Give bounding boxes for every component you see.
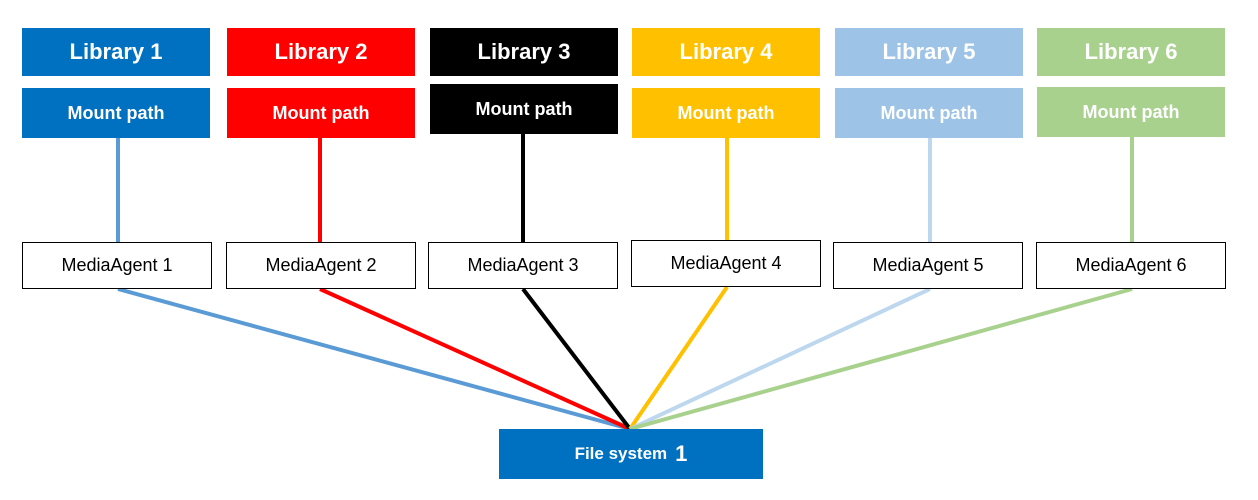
agent-to-filesystem-line-1 [117, 287, 631, 431]
agent-to-filesystem-line-3 [521, 287, 632, 431]
library-6-box: Library 6 [1037, 28, 1225, 76]
agent-to-filesystem-line-2 [319, 287, 631, 431]
mount-path-2-box: Mount path [227, 88, 415, 138]
file-system-box: File system 1 [499, 429, 763, 479]
agent-to-filesystem-line-4 [628, 285, 729, 431]
media-agent-1-box: MediaAgent 1 [22, 242, 212, 289]
library-3-box: Library 3 [430, 28, 618, 76]
mount-path-4-box: Mount path [632, 88, 820, 138]
mount-path-5-box: Mount path [835, 88, 1023, 138]
mount-path-3-box: Mount path [430, 84, 618, 134]
mount-path-6-box: Mount path [1037, 87, 1225, 137]
file-system-number: 1 [675, 441, 688, 466]
library-1-box: Library 1 [22, 28, 210, 76]
library-2-box: Library 2 [227, 28, 415, 76]
file-system-label: File system [574, 444, 668, 463]
media-agent-2-box: MediaAgent 2 [226, 242, 416, 289]
media-agent-6-box: MediaAgent 6 [1036, 242, 1226, 289]
agent-to-filesystem-line-6 [629, 287, 1133, 431]
media-agent-3-box: MediaAgent 3 [428, 242, 618, 289]
media-agent-5-box: MediaAgent 5 [833, 242, 1023, 289]
library-4-box: Library 4 [632, 28, 820, 76]
media-agent-4-box: MediaAgent 4 [631, 240, 821, 287]
mount-path-1-box: Mount path [22, 88, 210, 138]
library-5-box: Library 5 [835, 28, 1023, 76]
agent-to-filesystem-line-5 [629, 287, 931, 431]
